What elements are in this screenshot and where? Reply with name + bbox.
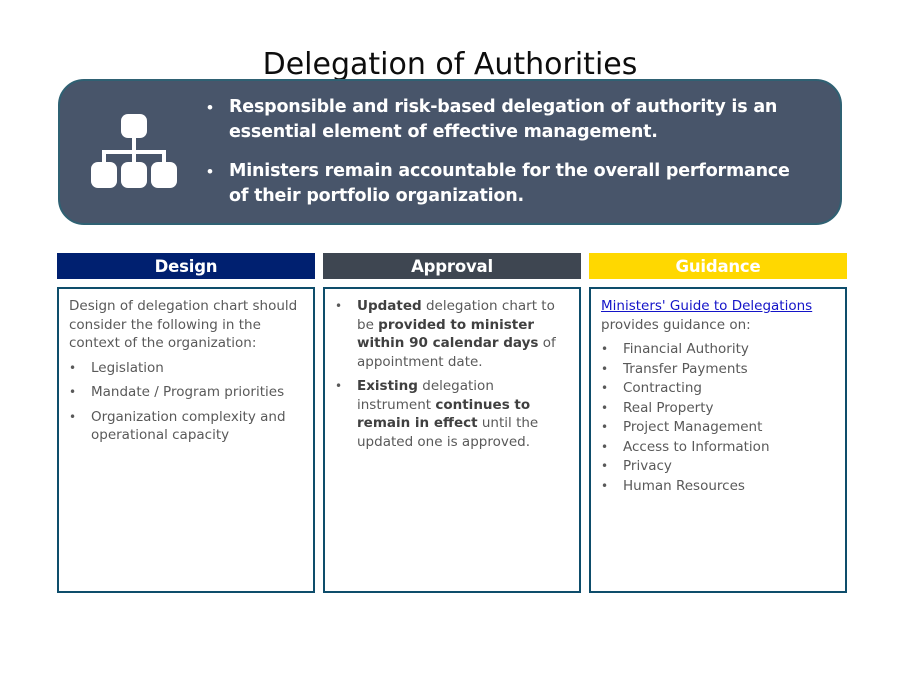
key-message-banner: • Responsible and risk-based delegation … [58, 79, 842, 225]
bullet-glyph: • [207, 98, 213, 117]
banner-bullet-text: Ministers remain accountable for the ove… [229, 161, 790, 206]
emphasis-text: Updated [357, 298, 422, 314]
column-header-approval: Approval [323, 253, 581, 279]
bullet-glyph: • [601, 361, 609, 376]
list-item-label: Organization complexity and operational … [91, 408, 286, 444]
bullet-glyph: • [601, 400, 609, 415]
bullet-glyph: • [69, 360, 77, 375]
list-item: • Contracting [601, 379, 835, 398]
list-item-label: Legislation [91, 359, 164, 376]
ministers-guide-link[interactable]: Ministers' Guide to Delegations [601, 298, 813, 314]
design-bullet-list: • Legislation • Mandate / Program priori… [69, 359, 303, 445]
bullet-glyph: • [601, 420, 609, 434]
emphasis-text: continues to remain in effect [357, 396, 531, 432]
page-title: Delegation of Authorities [262, 47, 638, 82]
bullet-glyph: • [69, 409, 77, 424]
org-chart-icon [68, 102, 198, 202]
list-item-label: Transfer Payments [623, 360, 748, 377]
body-text: of appointment date. [357, 335, 556, 370]
emphasis-text: Existing [357, 378, 418, 394]
body-text: delegation chart to be [357, 298, 555, 333]
list-item-label: Updated delegation chart to be provided … [357, 297, 569, 371]
column-body-guidance: Ministers' Guide to Delegations provides… [589, 287, 847, 593]
emphasis-text: provided to minister within 90 calendar … [357, 316, 539, 352]
list-item: • Financial Authority [601, 340, 835, 359]
bullet-glyph: • [335, 379, 343, 393]
banner-bullet-list: • Responsible and risk-based delegation … [198, 95, 840, 209]
bullet-glyph: • [601, 478, 609, 493]
bullet-glyph: • [601, 381, 609, 395]
list-item: • Transfer Payments [601, 360, 835, 379]
list-item-label: Contracting [623, 380, 702, 396]
list-item: • Project Management [601, 418, 835, 437]
bullet-glyph: • [601, 342, 609, 356]
column-header-design: Design [57, 253, 315, 279]
list-item: • Updated delegation chart to be provide… [335, 297, 569, 371]
approval-bullet-list: • Updated delegation chart to be provide… [335, 297, 569, 451]
list-item: • Privacy [601, 457, 835, 476]
body-text: delegation instrument [357, 378, 494, 413]
column-design: Design Design of delegation chart should… [57, 253, 315, 593]
guidance-bullet-list: • Financial Authority • Transfer Payment… [601, 340, 835, 495]
list-item: • Legislation [69, 359, 303, 378]
column-guidance: Guidance Ministers' Guide to Delegations… [589, 253, 847, 593]
column-body-approval: • Updated delegation chart to be provide… [323, 287, 581, 593]
list-item-label: Existing delegation instrument continues… [357, 377, 569, 451]
list-item: • Real Property [601, 399, 835, 418]
body-text: until the updated one is approved. [357, 415, 539, 450]
bullet-glyph: • [601, 439, 609, 454]
column-body-design: Design of delegation chart should consid… [57, 287, 315, 593]
bullet-glyph: • [601, 459, 609, 473]
bullet-glyph: • [335, 299, 343, 313]
list-item: • Access to Information [601, 438, 835, 457]
list-item-label: Privacy [623, 458, 672, 474]
design-intro-text: Design of delegation chart should consid… [69, 298, 298, 351]
guidance-intro: Ministers' Guide to Delegations provides… [601, 297, 835, 334]
bullet-glyph: • [207, 162, 213, 181]
list-item-label: Real Property [623, 399, 714, 416]
guidance-intro-suffix: provides guidance on: [601, 316, 751, 333]
list-item-label: Access to Information [623, 438, 770, 455]
list-item: • Human Resources [601, 477, 835, 496]
column-header-guidance: Guidance [589, 253, 847, 279]
column-approval: Approval • Updated delegation chart to b… [323, 253, 581, 593]
bullet-glyph: • [69, 385, 77, 399]
list-item: • Existing delegation instrument continu… [335, 377, 569, 451]
list-item: • Ministers remain accountable for the o… [204, 159, 812, 209]
banner-bullet-text: Responsible and risk-based delegation of… [229, 97, 778, 142]
list-item: • Responsible and risk-based delegation … [204, 95, 812, 145]
list-item: • Mandate / Program priorities [69, 383, 303, 402]
list-item-label: Project Management [623, 419, 763, 435]
three-column-section: Design Design of delegation chart should… [57, 253, 847, 593]
list-item: • Organization complexity and operationa… [69, 408, 303, 445]
list-item-label: Financial Authority [623, 341, 749, 357]
list-item-label: Mandate / Program priorities [91, 384, 285, 400]
list-item-label: Human Resources [623, 477, 745, 494]
